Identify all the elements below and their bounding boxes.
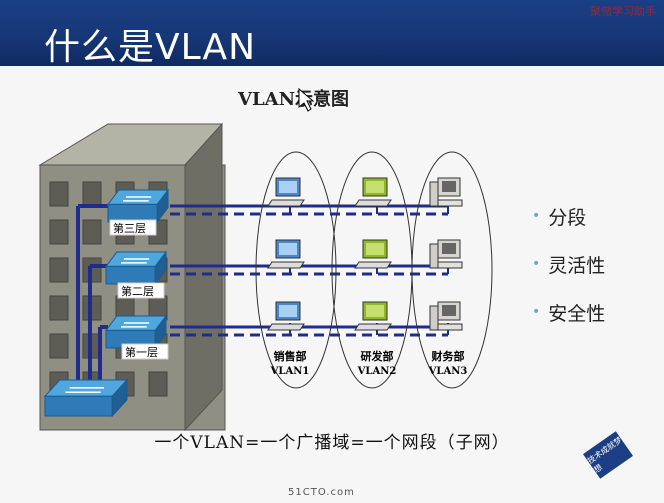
feature-item: •安全性 [532, 302, 606, 325]
computer-icon [429, 301, 463, 331]
vlan-id-label: VLAN1 [270, 366, 310, 377]
switch-icon [43, 378, 129, 418]
floor-label-bg [117, 282, 165, 299]
group-name-label: 销售部 [274, 349, 307, 363]
building-window [82, 181, 102, 207]
diagram-title: VLAN示意图 [238, 89, 350, 110]
computer-icon [267, 239, 305, 269]
feature-item: •灵活性 [532, 254, 606, 277]
building-window [148, 371, 168, 397]
computer-icon [429, 239, 463, 269]
floor-label: 第二层 [121, 284, 154, 298]
group-name-label: 财务部 [431, 349, 465, 363]
wires [76, 202, 449, 395]
computer-icon [354, 239, 392, 269]
switch-icon [106, 188, 170, 224]
floor-label: 第三层 [113, 221, 146, 235]
computer-icon [354, 177, 392, 207]
building-window [49, 333, 69, 359]
floor-label-bg [109, 219, 157, 236]
diagram-caption: 一个VLAN=一个广播域=一个网段（子网） [154, 433, 510, 453]
building-window [49, 295, 69, 321]
switch-icon [104, 314, 168, 350]
vlan-group-ellipse [255, 151, 337, 389]
watermark-text: 聚傲学习助手 [590, 5, 656, 18]
building-window [49, 257, 69, 283]
floor-label-bg [121, 343, 169, 360]
mouse-cursor-icon [298, 87, 315, 112]
computer-icon [267, 177, 305, 207]
vlan-id-label: VLAN2 [357, 366, 397, 377]
slide-header: 什么是VLAN 聚傲学习助手 [0, 0, 664, 68]
vlan-id-label: VLAN3 [428, 366, 468, 377]
group-name-label: 研发部 [361, 349, 394, 363]
building-window [49, 181, 69, 207]
computer-icon [429, 177, 463, 207]
slide-title: 什么是VLAN [44, 27, 257, 68]
feature-list: •分段 •灵活性 •安全性 [532, 192, 605, 336]
computer-icon [354, 301, 392, 331]
switch-icon [104, 250, 168, 286]
floor-label: 第一层 [125, 345, 158, 359]
building-window [82, 219, 102, 245]
computer-icon [267, 301, 305, 331]
vlan-group-ellipse [411, 151, 493, 389]
brand-logo: 51CTO.com [288, 487, 355, 498]
building-window [49, 219, 69, 245]
feature-item: •分段 [532, 206, 587, 229]
